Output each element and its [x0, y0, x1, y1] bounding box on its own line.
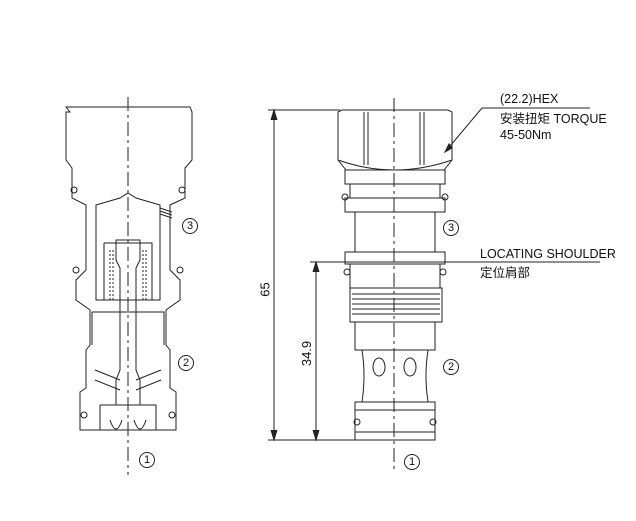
port-3-leader: [159, 207, 173, 219]
hex-leader-arrowhead: [443, 143, 453, 154]
port-3-marker-left: 3: [182, 218, 198, 234]
port-2-body: [361, 349, 429, 403]
port-3-body: [354, 211, 436, 253]
shoulder-cn-label: 定位肩部: [480, 266, 531, 280]
port-2-passages: [94, 369, 162, 391]
thread-lines: [352, 293, 440, 315]
port-3-marker-right: 3: [443, 220, 459, 236]
nose: [99, 404, 157, 430]
poppet-tip: [109, 419, 147, 430]
overall-arrowheads: [270, 108, 278, 442]
o-rings: [70, 186, 186, 419]
port-2-marker-right: 2: [443, 359, 459, 375]
torque-value: 45-50Nm: [500, 128, 552, 142]
threads: [349, 287, 443, 323]
port-1-marker-left: 1: [139, 452, 155, 468]
shoulder-seal: [343, 263, 447, 289]
spring: [109, 250, 147, 300]
nose-seal: [353, 401, 437, 441]
hex-nut: [337, 109, 453, 171]
spring-housing: [95, 192, 161, 301]
upper-collar: [341, 169, 449, 213]
hex-label: (22.2)HEX: [500, 92, 559, 106]
port-1-marker-right: 1: [404, 454, 420, 470]
port-2-hole: [372, 357, 386, 377]
shoulder-length-dimension: 34.9: [299, 340, 315, 367]
shoulder-arrowheads: [312, 260, 320, 442]
spring-seat: [103, 242, 153, 300]
valve-body-outline: [64, 106, 193, 431]
shoulder-label: LOCATING SHOULDER: [480, 247, 616, 261]
lower-body: [354, 321, 436, 351]
hex-nut-chamfer: [337, 159, 453, 171]
port-2-marker-left: 2: [178, 355, 194, 371]
torque-label: 安装扭矩 TORQUE: [500, 112, 607, 126]
overall-length-dimension: 65: [257, 282, 273, 297]
port-2-hole: [403, 357, 417, 377]
external-view: [337, 98, 453, 472]
sleeve: [91, 311, 165, 345]
hex-flats: [363, 112, 425, 165]
section-view: [64, 97, 193, 475]
dimension-lines: [268, 107, 600, 442]
hex-leader: [444, 107, 483, 153]
